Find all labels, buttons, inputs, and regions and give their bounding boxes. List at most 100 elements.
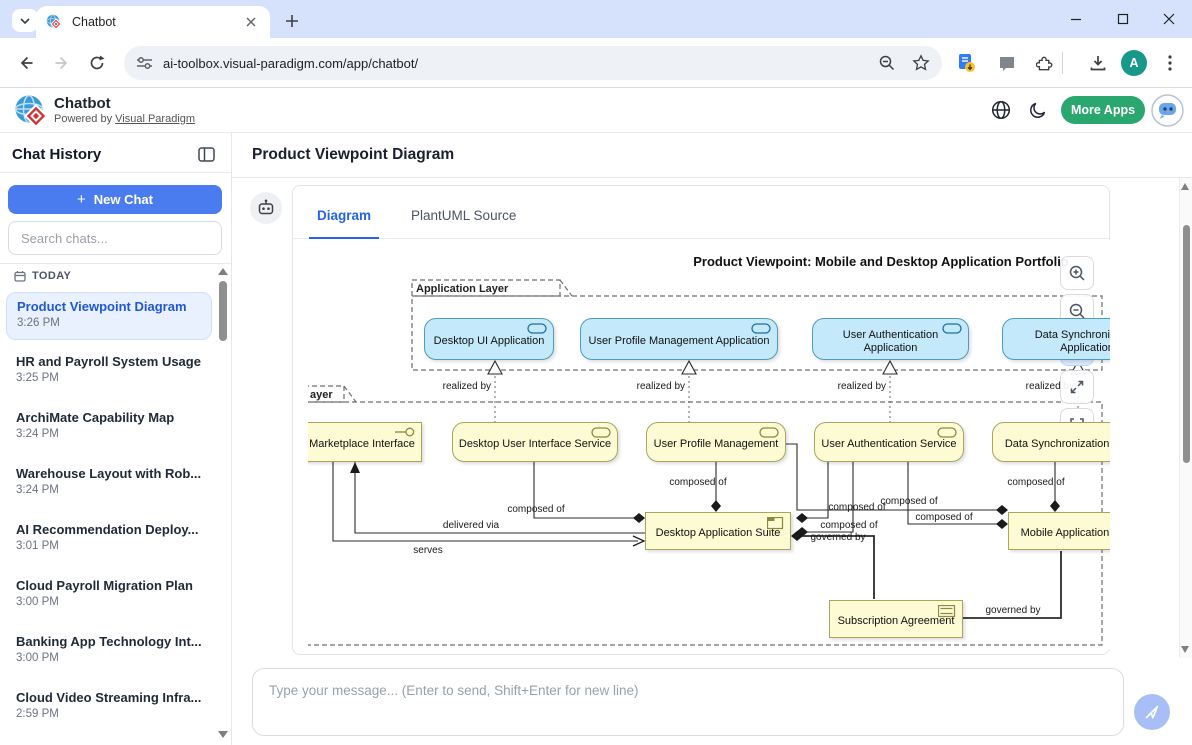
main-content: Product Viewpoint Diagram Diagram PlantU… bbox=[232, 133, 1192, 745]
edge-line bbox=[785, 443, 1002, 511]
scroll-down-arrow[interactable] bbox=[218, 731, 228, 738]
diagram-node-mobile-suite: Mobile Application Suite bbox=[1008, 512, 1110, 550]
downloads-button[interactable] bbox=[1085, 50, 1111, 76]
contract-icon bbox=[938, 605, 956, 618]
edge-label: delivered via bbox=[443, 520, 500, 531]
diamond-arrowhead bbox=[711, 500, 721, 512]
reload-icon bbox=[90, 55, 105, 70]
diagram-node-marketplace-interface: Marketplace Interface bbox=[308, 422, 422, 462]
close-icon bbox=[1163, 13, 1175, 25]
extensions-puzzle-icon[interactable] bbox=[1032, 50, 1058, 76]
diagram-title: Product Viewpoint: Mobile and Desktop Ap… bbox=[693, 254, 1069, 269]
forward-arrow-icon bbox=[55, 56, 68, 70]
service-icon bbox=[591, 427, 611, 438]
new-tab-button[interactable] bbox=[280, 9, 304, 33]
chat-history-title: Chat History bbox=[12, 146, 102, 163]
sidebar-scrollbar[interactable] bbox=[217, 265, 229, 743]
edge-line bbox=[354, 462, 645, 534]
window-maximize-button[interactable] bbox=[1100, 0, 1146, 38]
group-boundary bbox=[411, 295, 1103, 371]
hollow-triangle-arrowhead bbox=[882, 359, 898, 375]
moon-icon bbox=[1030, 102, 1046, 118]
zoom-out-icon bbox=[1069, 303, 1085, 319]
diagram-node-desktop-ui-service: Desktop User Interface Service bbox=[452, 422, 618, 462]
tab-search-button[interactable] bbox=[12, 9, 38, 32]
edge-label: realized by bbox=[637, 381, 685, 392]
reload-button[interactable] bbox=[84, 50, 110, 76]
more-apps-button[interactable]: More Apps bbox=[1061, 96, 1145, 124]
send-plane-icon bbox=[1145, 705, 1159, 719]
chat-item[interactable]: Cloud Video Streaming Infra... 2:59 PM bbox=[16, 690, 202, 720]
chat-item[interactable]: HR and Payroll System Usage 3:25 PM bbox=[16, 354, 201, 384]
main-scrollbar[interactable] bbox=[1179, 178, 1192, 658]
window-minimize-button[interactable] bbox=[1053, 0, 1099, 38]
back-button[interactable] bbox=[13, 50, 39, 76]
chat-item[interactable]: Cloud Payroll Migration Plan 3:00 PM bbox=[16, 578, 193, 608]
window-close-button[interactable] bbox=[1146, 0, 1192, 38]
tab-title: Chatbot bbox=[72, 15, 116, 29]
chevron-down-icon bbox=[20, 17, 30, 24]
edge-line bbox=[533, 462, 639, 519]
scroll-down-arrow[interactable] bbox=[1181, 646, 1189, 653]
app-logo bbox=[14, 94, 49, 133]
tab-plantuml-source[interactable]: PlantUML Source bbox=[411, 208, 517, 223]
bookmark-star-icon[interactable] bbox=[912, 54, 930, 72]
diagram-card: Diagram PlantUML Source Product Viewpoin… bbox=[292, 185, 1110, 655]
scroll-up-arrow[interactable] bbox=[1181, 183, 1189, 190]
expand-button[interactable] bbox=[1060, 370, 1094, 404]
browser-tab[interactable]: Chatbot bbox=[36, 6, 270, 38]
service-icon bbox=[759, 427, 779, 438]
send-button[interactable] bbox=[1134, 694, 1170, 730]
chat-item[interactable]: AI Recommendation Deploy... 3:01 PM bbox=[16, 522, 199, 552]
diagram-svg: Product Viewpoint: Mobile and Desktop Ap… bbox=[308, 254, 1103, 646]
zoom-in-icon bbox=[1069, 265, 1085, 281]
back-arrow-icon bbox=[20, 56, 33, 70]
docs-extension-icon[interactable] bbox=[953, 50, 979, 76]
tab-close-icon[interactable] bbox=[242, 13, 260, 31]
robot-icon bbox=[258, 199, 274, 215]
zoom-in-button[interactable] bbox=[1060, 256, 1094, 290]
diagram-node-data-sync-app: Data Synchronization Application bbox=[1002, 318, 1110, 360]
visual-paradigm-link[interactable]: Visual Paradigm bbox=[115, 113, 196, 125]
download-icon bbox=[1090, 56, 1106, 71]
comment-extension-icon[interactable] bbox=[994, 50, 1020, 76]
address-bar[interactable]: ai-toolbox.visual-paradigm.com/app/chatb… bbox=[124, 46, 942, 80]
chatbot-widget-button[interactable] bbox=[1151, 94, 1184, 132]
new-chat-button[interactable]: + New Chat bbox=[8, 185, 222, 214]
chat-item[interactable]: Warehouse Layout with Rob... 3:24 PM bbox=[16, 466, 202, 496]
main-scroll-thumb[interactable] bbox=[1183, 225, 1190, 463]
interface-icon bbox=[395, 427, 415, 437]
edge-line bbox=[332, 462, 638, 542]
browser-profile-avatar[interactable]: A bbox=[1121, 50, 1147, 76]
sidebar-scroll-thumb[interactable] bbox=[219, 281, 227, 341]
language-button[interactable] bbox=[991, 100, 1011, 125]
sidebar-collapse-button[interactable] bbox=[198, 147, 215, 167]
tab-diagram[interactable]: Diagram bbox=[309, 208, 380, 239]
service-icon bbox=[751, 323, 771, 334]
edge-label: composed of bbox=[828, 502, 885, 513]
page-title: Product Viewpoint Diagram bbox=[252, 146, 455, 163]
diamond-arrowhead bbox=[791, 531, 803, 541]
diamond-arrowhead bbox=[996, 519, 1008, 529]
edge-label: realized by bbox=[838, 381, 886, 392]
edge-label: composed of bbox=[1007, 477, 1064, 488]
browser-menu-button[interactable] bbox=[1157, 50, 1183, 76]
chat-item[interactable]: Banking App Technology Int... 3:00 PM bbox=[16, 634, 202, 664]
search-input[interactable] bbox=[8, 221, 222, 255]
chat-item[interactable]: Product Viewpoint Diagram 3:26 PM bbox=[6, 292, 212, 340]
edge-line bbox=[907, 462, 1002, 525]
site-settings-icon[interactable] bbox=[136, 56, 153, 70]
edge-label: realized by bbox=[1026, 381, 1074, 392]
scroll-up-arrow[interactable] bbox=[218, 268, 228, 275]
browser-titlebar: Chatbot bbox=[0, 0, 1192, 38]
zoom-out-page-icon[interactable] bbox=[878, 54, 896, 72]
edge-label: composed of bbox=[820, 520, 877, 531]
kebab-menu-icon bbox=[1168, 55, 1172, 71]
diagram-canvas[interactable]: Product Viewpoint: Mobile and Desktop Ap… bbox=[308, 240, 1110, 649]
dark-mode-button[interactable] bbox=[1029, 101, 1047, 124]
edge-line bbox=[802, 462, 854, 533]
chat-item[interactable]: ArchiMate Capability Map 3:24 PM bbox=[16, 410, 175, 440]
message-input[interactable] bbox=[253, 669, 1123, 735]
forward-button[interactable] bbox=[49, 50, 75, 76]
powered-by: Powered by Visual Paradigm bbox=[54, 113, 196, 125]
